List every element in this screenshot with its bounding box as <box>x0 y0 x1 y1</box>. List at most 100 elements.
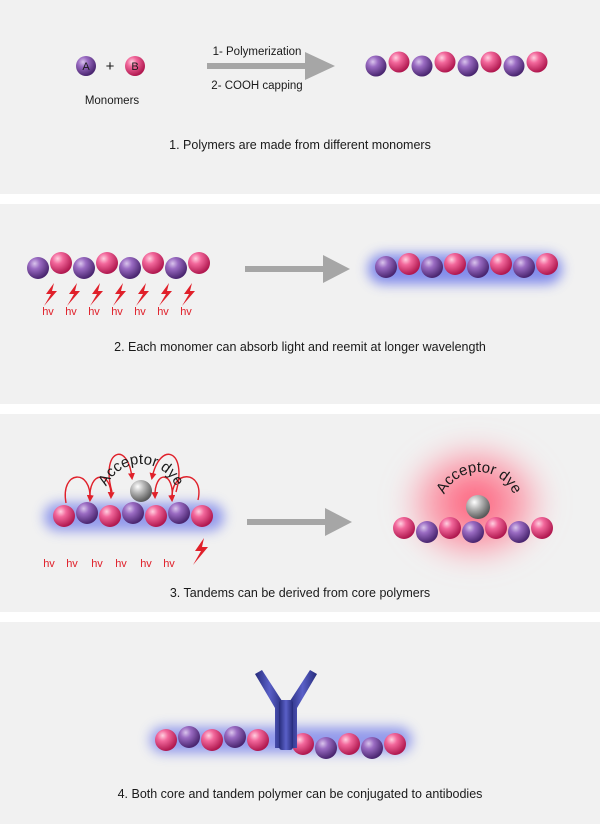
pink-monomer <box>388 51 410 73</box>
panel-4-caption: 4. Both core and tandem polymer can be c… <box>118 787 483 801</box>
purple-monomer <box>503 55 525 77</box>
purple-monomer <box>457 55 479 77</box>
monomer-b-label: B <box>131 61 138 73</box>
acceptor-dye <box>466 495 490 519</box>
pink-monomer <box>188 252 210 274</box>
energy-transfer-arrows <box>64 453 200 504</box>
purple-monomer <box>513 256 535 278</box>
pink-monomer <box>145 505 167 527</box>
pink-monomer <box>398 253 420 275</box>
purple-monomer <box>76 502 98 524</box>
pink-monomer <box>485 517 507 539</box>
hv-label: hv <box>66 558 78 570</box>
hv-label: hv <box>42 306 54 318</box>
purple-monomer <box>73 257 95 279</box>
hv-label: hv <box>180 306 192 318</box>
monomers-label: Monomers <box>85 95 140 107</box>
hv-label: hv <box>163 558 175 570</box>
monomer-a-label: A <box>82 61 90 73</box>
antibody <box>255 670 317 750</box>
hv-label: hv <box>157 306 169 318</box>
polymer-chain <box>365 51 548 77</box>
purple-monomer <box>416 521 438 543</box>
hv-label: hv <box>88 306 100 318</box>
pink-monomer <box>201 729 223 751</box>
pink-monomer <box>393 517 415 539</box>
pink-monomer <box>384 733 406 755</box>
acceptor-dye-donor-side <box>130 480 152 502</box>
monomer-b <box>125 56 145 76</box>
plus-sign: + <box>106 58 115 75</box>
pink-monomer <box>155 729 177 751</box>
panel-2-background <box>0 204 600 404</box>
purple-monomer <box>462 521 484 543</box>
pink-monomer <box>536 253 558 275</box>
step-polymerization: 1- Polymerization <box>213 46 302 58</box>
pink-monomer <box>50 252 72 274</box>
pink-monomer <box>444 253 466 275</box>
polymer-chain-right <box>292 733 406 759</box>
pink-monomer <box>338 733 360 755</box>
purple-monomer <box>165 257 187 279</box>
hv-label: hv <box>65 306 77 318</box>
pink-monomer <box>439 517 461 539</box>
pink-monomer <box>142 252 164 274</box>
polymer-chain-emitting <box>375 253 558 278</box>
tandem-polymer-chain <box>53 502 213 527</box>
panel-1-background <box>0 0 600 194</box>
hv-label: hv <box>134 306 146 318</box>
hv-label: hv <box>111 306 123 318</box>
pink-monomer <box>292 733 314 755</box>
hv-label: hv <box>43 558 55 570</box>
purple-monomer <box>27 257 49 279</box>
pink-monomer <box>96 252 118 274</box>
purple-monomer <box>508 521 530 543</box>
panel-1: A + B Monomers 1- Polymerization 2- COOH… <box>76 46 548 152</box>
purple-monomer <box>421 256 443 278</box>
panel-4: 4. Both core and tandem polymer can be c… <box>118 670 483 801</box>
panel-2-caption: 2. Each monomer can absorb light and ree… <box>114 340 486 354</box>
pink-monomer <box>526 51 548 73</box>
polymer-chain-left <box>155 726 269 751</box>
purple-monomer <box>361 737 383 759</box>
pink-monomer <box>531 517 553 539</box>
purple-monomer <box>168 502 190 524</box>
purple-monomer <box>365 55 387 77</box>
energy-transfer-arrow <box>108 453 135 493</box>
step-cooh-capping: 2- COOH capping <box>211 80 302 92</box>
pink-monomer <box>490 253 512 275</box>
pink-monomer <box>434 51 456 73</box>
purple-monomer <box>119 257 141 279</box>
pink-monomer <box>99 505 121 527</box>
polymer-chain-absorbing <box>27 252 210 279</box>
reaction-arrow <box>207 52 335 80</box>
hv-label: hv <box>140 558 152 570</box>
excitation-bolt <box>193 538 208 565</box>
purple-monomer <box>411 55 433 77</box>
pink-monomer <box>480 51 502 73</box>
process-arrow <box>245 255 350 283</box>
hv-label: hv <box>91 558 103 570</box>
purple-monomer <box>315 737 337 759</box>
purple-monomer <box>224 726 246 748</box>
energy-transfer-arrow <box>151 476 173 501</box>
panel-1-caption: 1. Polymers are made from different mono… <box>169 138 431 152</box>
tandem-arrow <box>247 508 352 536</box>
monomer-a <box>76 56 96 76</box>
panel-4-background <box>0 622 600 824</box>
tandem-polymer-chain-emitting <box>393 517 553 543</box>
purple-monomer <box>375 256 397 278</box>
pink-monomer <box>191 505 213 527</box>
purple-monomer <box>122 502 144 524</box>
purple-monomer <box>178 726 200 748</box>
panel-3-caption: 3. Tandems can be derived from core poly… <box>170 586 430 600</box>
energy-transfer-arrow <box>89 476 115 501</box>
purple-monomer <box>467 256 489 278</box>
hv-label: hv <box>115 558 127 570</box>
